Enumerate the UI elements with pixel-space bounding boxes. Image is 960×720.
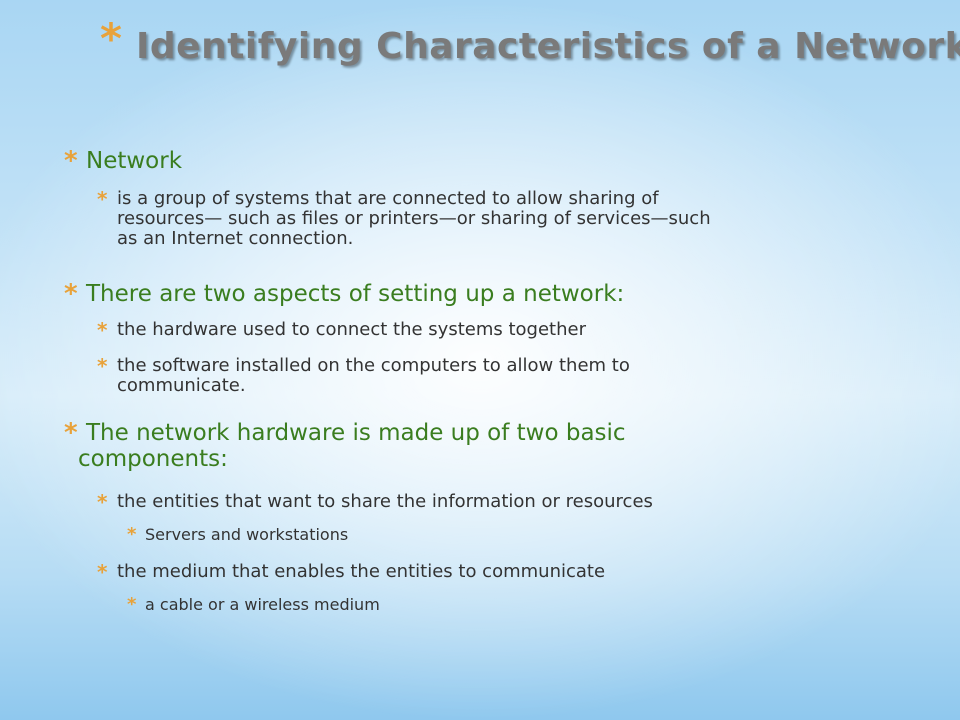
sub-bullet-hardware: * the hardware used to connect the syste… <box>97 319 586 341</box>
bullet-text-line: the software installed on the computers … <box>117 355 630 376</box>
bullet-text: a cable or a wireless medium <box>145 595 380 614</box>
sub-bullet-software: * the software installed on the computer… <box>97 355 630 396</box>
bullet-text-line: communicate. <box>117 375 246 396</box>
bullet-icon: * <box>64 146 78 176</box>
bullet-icon: * <box>97 187 108 211</box>
bullet-text: the medium that enables the entities to … <box>117 561 606 582</box>
sub-bullet-definition: * is a group of systems that are connect… <box>97 188 711 249</box>
sub-sub-bullet-servers: * Servers and workstations <box>127 525 349 544</box>
bullet-icon: * <box>97 354 108 378</box>
bullet-text: Servers and workstations <box>145 525 349 544</box>
bullet-text-line: is a group of systems that are connected… <box>117 188 659 209</box>
bullet-text-line: resources— such as files or printers—or … <box>117 208 711 229</box>
sub-sub-bullet-cable: * a cable or a wireless medium <box>127 595 380 614</box>
bullet-text-line: The network hardware is made up of two b… <box>86 420 626 446</box>
bullet-text-line: as an Internet connection. <box>117 228 354 249</box>
bullet-text: the hardware used to connect the systems… <box>117 319 586 340</box>
bullet-icon: * <box>97 318 108 342</box>
bullet-icon: * <box>127 594 137 615</box>
title-row: * Identifying Characteristics of a Netwo… <box>100 14 960 78</box>
bullet-text-line: components: <box>78 446 228 472</box>
bullet-text: the entities that want to share the info… <box>117 491 653 512</box>
bullet-icon: * <box>64 279 78 309</box>
bullet-two-aspects: * There are two aspects of setting up a … <box>64 281 625 307</box>
sub-bullet-entities: * the entities that want to share the in… <box>97 491 653 513</box>
title-bullet-icon: * <box>100 14 122 63</box>
bullet-icon: * <box>64 418 78 448</box>
bullet-network: * Network <box>64 148 183 174</box>
slide-title: Identifying Characteristics of a Network <box>136 26 960 67</box>
bullet-text: There are two aspects of setting up a ne… <box>86 281 625 307</box>
bullet-text: Network <box>86 148 183 174</box>
bullet-icon: * <box>97 560 108 584</box>
bullet-icon: * <box>97 490 108 514</box>
bullet-icon: * <box>127 524 137 545</box>
sub-bullet-medium: * the medium that enables the entities t… <box>97 561 606 583</box>
bullet-network-hardware: * The network hardware is made up of two… <box>64 420 626 472</box>
